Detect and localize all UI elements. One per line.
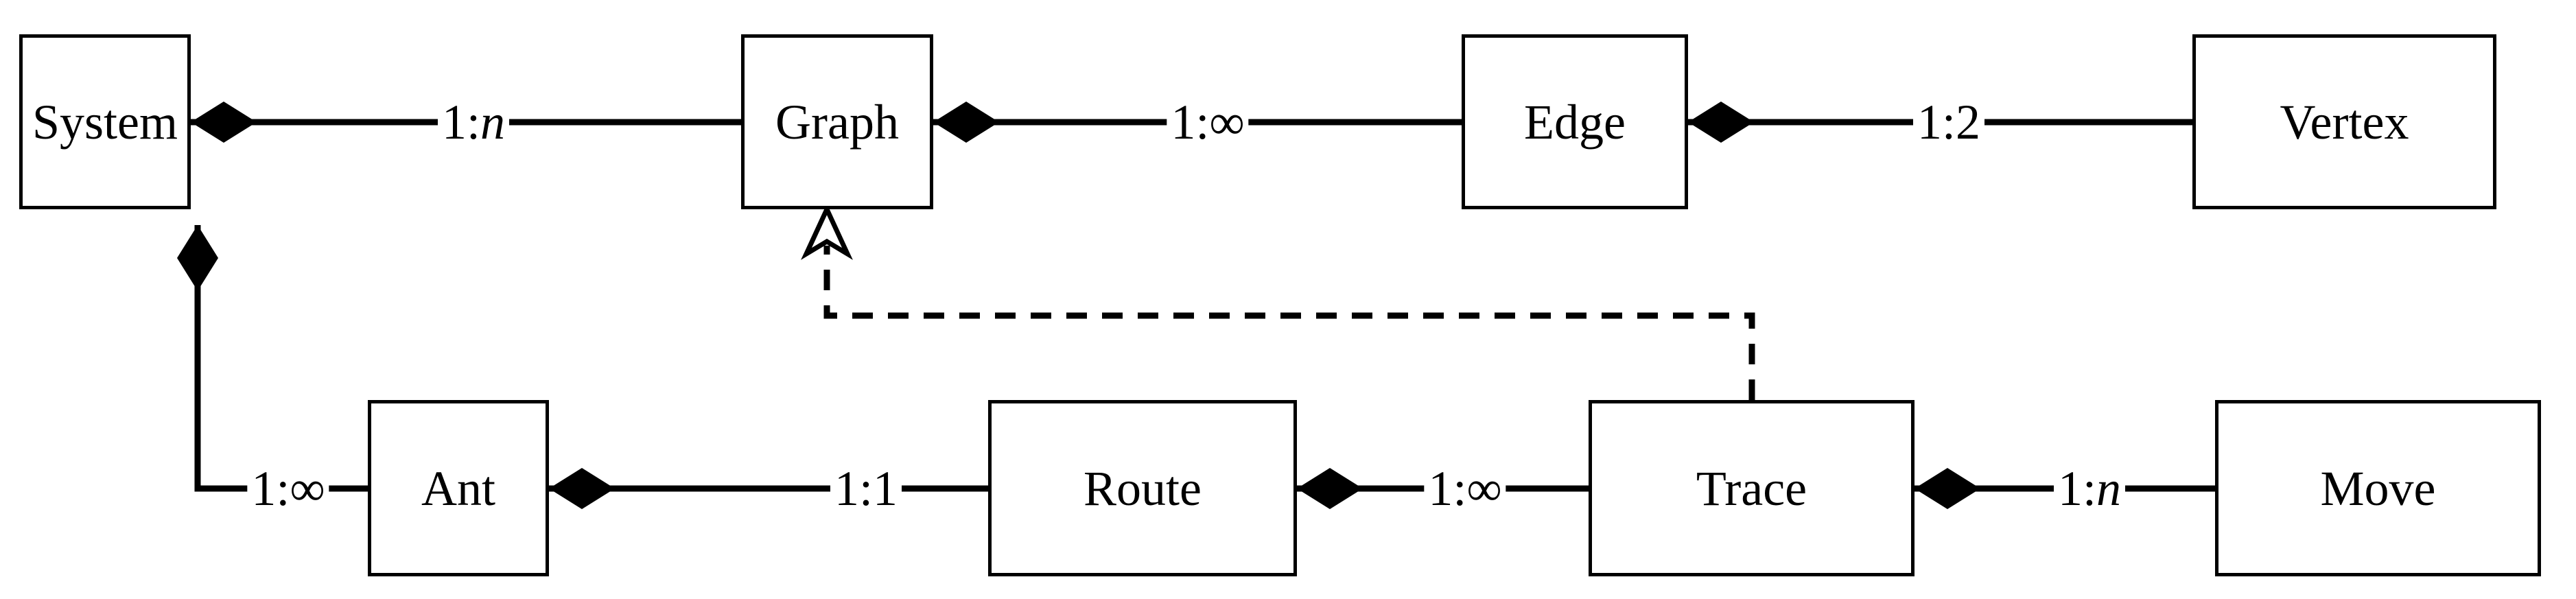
multiplicity-label-system-graph: 1:n bbox=[437, 95, 510, 150]
dependency-trace-to-graph bbox=[801, 203, 1755, 400]
multiplicity-suffix: n bbox=[2096, 461, 2122, 516]
class-name-vertex: Vertex bbox=[2280, 94, 2409, 150]
multiplicity-label-system-ant: 1:∞ bbox=[247, 464, 329, 513]
composition-diamond-edge bbox=[1688, 102, 1754, 143]
multiplicity-prefix: 1: bbox=[1171, 95, 1210, 150]
class-name-ant: Ant bbox=[421, 460, 495, 516]
composition-diamond-route bbox=[1297, 468, 1363, 509]
class-box-vertex[interactable]: Vertex bbox=[2192, 34, 2496, 209]
composition-diamond-graph bbox=[933, 102, 999, 143]
multiplicity-prefix: 1: bbox=[441, 95, 481, 150]
class-box-system[interactable]: System bbox=[19, 34, 191, 209]
multiplicity-suffix: ∞ bbox=[1466, 461, 1502, 516]
class-box-move[interactable]: Move bbox=[2215, 400, 2541, 576]
dependency-line-trace-graph bbox=[823, 246, 1755, 400]
multiplicity-label-route-trace: 1:∞ bbox=[1424, 464, 1506, 513]
multiplicity-suffix: ∞ bbox=[290, 461, 325, 516]
multiplicity-suffix: 1 bbox=[873, 461, 898, 516]
multiplicity-suffix: ∞ bbox=[1209, 95, 1245, 150]
multiplicity-label-trace-move: 1:n bbox=[2053, 461, 2126, 516]
multiplicity-suffix: 2 bbox=[1956, 95, 1981, 150]
class-box-trace[interactable]: Trace bbox=[1589, 400, 1915, 576]
multiplicity-prefix: 1: bbox=[1917, 95, 1956, 150]
class-box-edge[interactable]: Edge bbox=[1462, 34, 1688, 209]
multiplicity-label-graph-edge: 1:∞ bbox=[1167, 95, 1249, 150]
composition-diamond-system bbox=[191, 102, 257, 143]
dependency-open-arrowhead bbox=[801, 203, 853, 260]
class-name-system: System bbox=[32, 94, 178, 150]
multiplicity-prefix: 1: bbox=[251, 461, 290, 516]
multiplicity-prefix: 1: bbox=[834, 461, 874, 516]
class-name-graph: Graph bbox=[775, 94, 899, 150]
composition-diamond-trace bbox=[1915, 468, 1980, 509]
multiplicity-prefix: 1: bbox=[1428, 461, 1467, 516]
class-box-route[interactable]: Route bbox=[988, 400, 1297, 576]
multiplicity-suffix: n bbox=[480, 95, 506, 150]
association-system-ant bbox=[177, 225, 368, 492]
multiplicity-label-edge-vertex: 1:2 bbox=[1912, 95, 1985, 150]
multiplicity-label-ant-route: 1:1 bbox=[830, 464, 902, 513]
class-name-edge: Edge bbox=[1524, 94, 1626, 150]
composition-diamond-ant bbox=[549, 468, 615, 509]
class-name-move: Move bbox=[2320, 460, 2436, 516]
association-ant-route bbox=[549, 468, 988, 509]
class-name-trace: Trace bbox=[1696, 460, 1807, 516]
composition-diamond-system-bottom bbox=[177, 225, 218, 291]
class-box-ant[interactable]: Ant bbox=[368, 400, 549, 576]
class-name-route: Route bbox=[1084, 460, 1202, 516]
class-box-graph[interactable]: Graph bbox=[741, 34, 933, 209]
association-line-system-ant bbox=[194, 225, 368, 492]
multiplicity-prefix: 1: bbox=[2057, 461, 2097, 516]
